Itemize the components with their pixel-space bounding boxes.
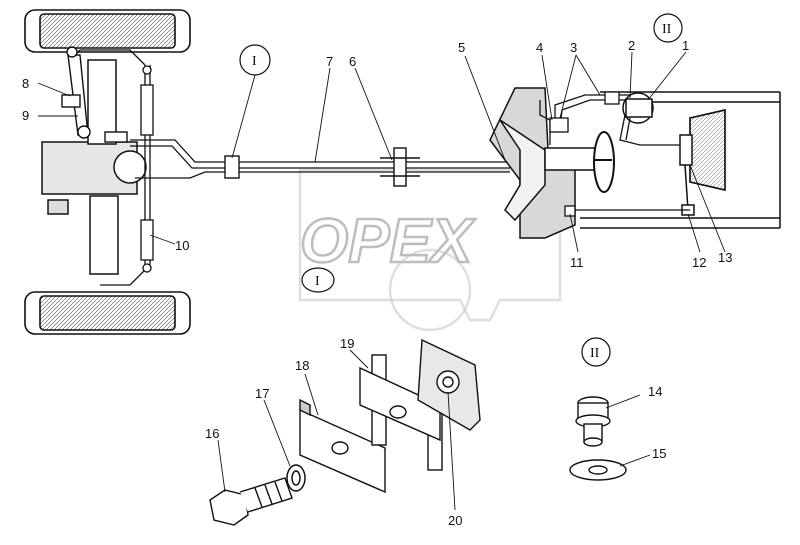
callout-10: 10	[175, 238, 189, 253]
brake-chamber	[679, 109, 726, 216]
brake-lines	[69, 49, 510, 286]
steering-wheel-icon	[593, 131, 615, 193]
callout-7: 7	[326, 54, 333, 69]
callout-3: 3	[570, 40, 577, 55]
callout-19: 19	[340, 336, 354, 351]
parts-leader-lines	[217, 349, 651, 511]
center-junction	[380, 147, 420, 187]
engine-block	[489, 87, 596, 239]
detail-label-1-mid: I	[315, 274, 320, 289]
detail-marker-1-top	[231, 44, 271, 159]
callout-17: 17	[255, 386, 269, 401]
callout-13: 13	[718, 250, 732, 265]
callout-2: 2	[628, 38, 635, 53]
callout-1: 1	[682, 38, 689, 53]
detail-label-1-top: I	[252, 54, 257, 69]
callout-4: 4	[536, 40, 543, 55]
steering-link	[61, 46, 128, 143]
detail-label-2-top: II	[662, 22, 672, 37]
callout-labels: 1 2 3 4 5 6 7 8 9 10 11 12 13 14 15 16 1…	[22, 38, 732, 528]
leader-lines	[37, 51, 726, 253]
brake-valve-pipes	[539, 91, 680, 146]
front-wheel-top	[24, 9, 191, 53]
callout-5: 5	[458, 40, 465, 55]
lower-pipe	[564, 205, 690, 217]
callout-8: 8	[22, 76, 29, 91]
detail-marker-2-parts	[581, 337, 611, 367]
watermark-text: OPEX	[300, 207, 476, 276]
callout-18: 18	[295, 358, 309, 373]
brake-valve-detail-2	[622, 92, 654, 124]
bolt-part	[209, 477, 293, 526]
callout-14: 14	[648, 384, 662, 399]
pipe-fitting-part	[575, 396, 611, 447]
callout-20: 20	[448, 513, 462, 528]
callout-6: 6	[349, 54, 356, 69]
detail-label-2-parts: II	[590, 346, 600, 361]
line-clamp-detail-1	[224, 155, 240, 179]
clamp-plate-part	[299, 398, 386, 494]
callout-15: 15	[652, 446, 666, 461]
lock-washer-part	[286, 464, 306, 492]
flat-washer-part	[569, 459, 627, 481]
detail-labels: I I II II	[252, 22, 672, 361]
front-axle	[41, 59, 147, 275]
detail-marker-1-mid	[301, 267, 335, 293]
bracket-part	[417, 338, 481, 431]
front-wheel-bottom	[24, 291, 191, 335]
callout-12: 12	[692, 255, 706, 270]
callout-11: 11	[570, 255, 584, 270]
callout-16: 16	[205, 426, 219, 441]
callout-9: 9	[22, 108, 29, 123]
detail-marker-2-top	[653, 13, 683, 43]
